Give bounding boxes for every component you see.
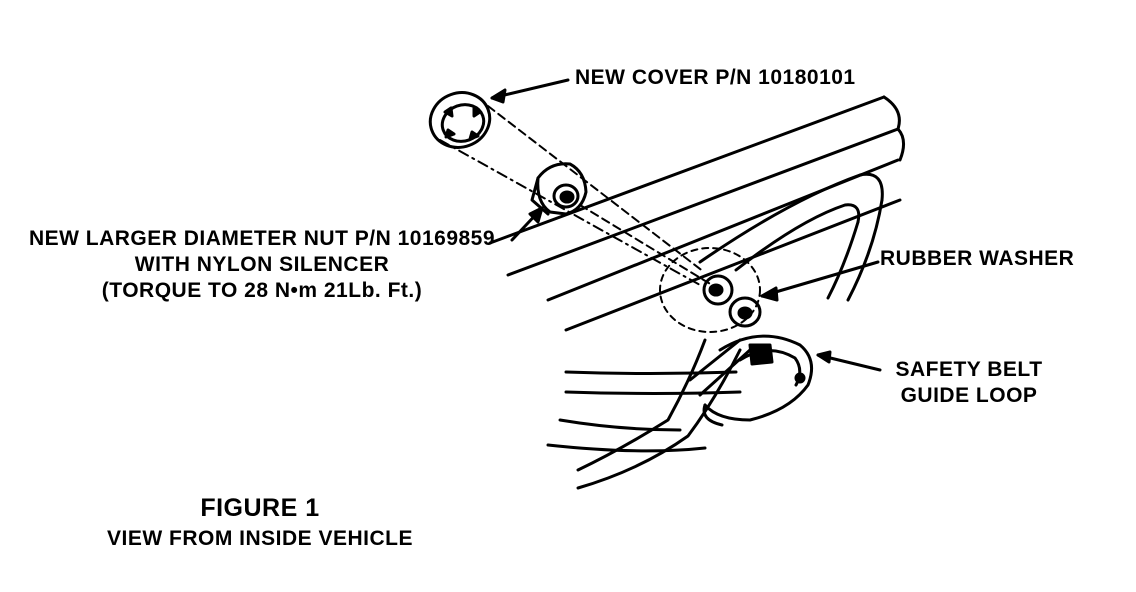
washer-label: RUBBER WASHER bbox=[880, 246, 1074, 272]
nut-part bbox=[530, 162, 588, 216]
rubber-washer-part bbox=[728, 296, 762, 328]
figure-subtitle: VIEW FROM INSIDE VEHICLE bbox=[106, 527, 414, 550]
nut-label: NEW LARGER DIAMETER NUT P/N 10169859 WIT… bbox=[12, 226, 512, 304]
body-panel bbox=[488, 95, 905, 332]
figure-title: FIGURE 1 bbox=[200, 494, 320, 522]
cover-part bbox=[428, 91, 492, 149]
figure-caption: FIGURE 1 VIEW FROM INSIDE VEHICLE bbox=[60, 492, 460, 554]
detail-circle bbox=[659, 247, 761, 333]
guide-loop-label-line2: GUIDE LOOP bbox=[900, 384, 1038, 407]
nut-label-line3: (TORQUE TO 28 N•m 21Lb. Ft.) bbox=[101, 279, 423, 302]
leader-arrows bbox=[490, 78, 882, 372]
cover-label-text: NEW COVER P/N 10180101 bbox=[575, 66, 856, 89]
nut-label-line1: NEW LARGER DIAMETER NUT P/N 10169859 bbox=[28, 227, 496, 250]
alignment-lines bbox=[439, 105, 713, 286]
washer-label-text: RUBBER WASHER bbox=[880, 247, 1075, 270]
seat-belt-strap bbox=[564, 338, 752, 397]
guide-loop-label: SAFETY BELT GUIDE LOOP bbox=[884, 357, 1054, 409]
nut-label-line2: WITH NYLON SILENCER bbox=[134, 253, 390, 276]
guide-loop bbox=[702, 334, 814, 427]
guide-loop-label-line1: SAFETY BELT bbox=[895, 358, 1043, 381]
trim-outline bbox=[546, 172, 884, 490]
cover-label: NEW COVER P/N 10180101 bbox=[575, 65, 856, 91]
installed-nut bbox=[702, 274, 734, 306]
